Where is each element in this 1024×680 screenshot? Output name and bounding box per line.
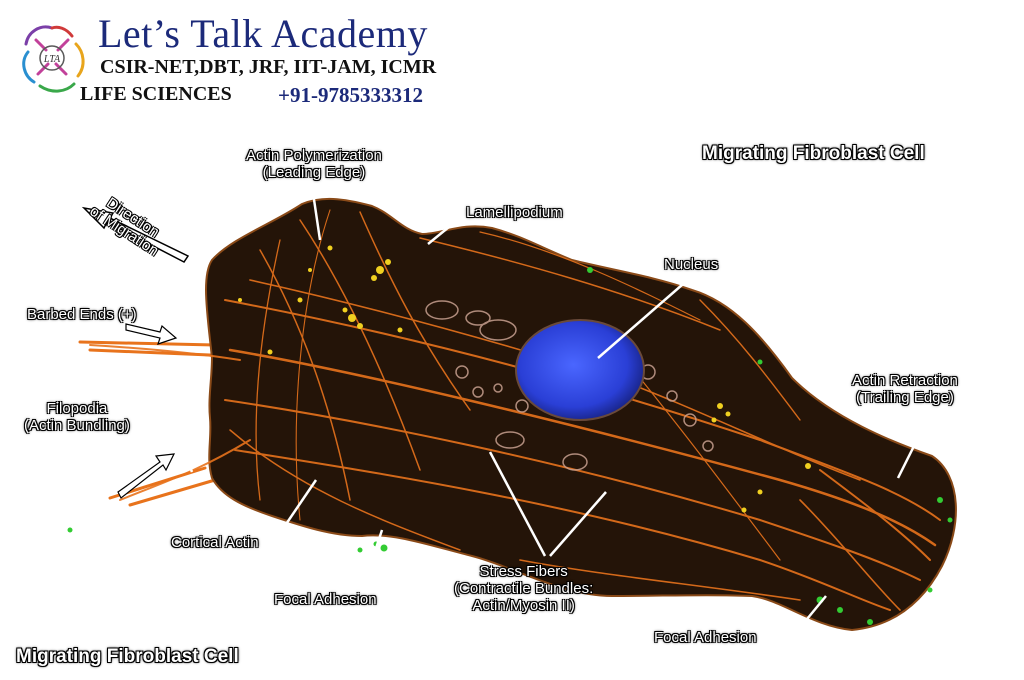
academy-exams: CSIR-NET,DBT, JRF, IIT-JAM, ICMR <box>100 56 437 78</box>
direction-arrow <box>81 206 190 263</box>
actin-retraction-label: Actin Retraction (Trailing Edge) <box>852 372 958 406</box>
actin-filaments <box>89 209 941 611</box>
academy-title: Let’s Talk Academy <box>98 11 428 56</box>
lamellipodium-label: Lamellipodium <box>466 204 563 221</box>
logo-text: LTA <box>43 54 61 65</box>
focal-adhesion-right-label: Focal Adhesion <box>654 629 757 646</box>
focal-adhesion-left-label: Focal Adhesion <box>274 591 377 608</box>
academy-phone: +91-9785333312 <box>278 83 423 107</box>
cortical-actin-label: Cortical Actin <box>171 534 259 551</box>
academy-logo: LTA <box>22 25 85 93</box>
diagram-title-top: Migrating Fibroblast Cell <box>702 143 925 164</box>
barbed-ends-label: Barbed Ends (+) <box>27 306 137 323</box>
stress-fibers-label: Stress Fibers (Contractile Bundles: Acti… <box>454 563 594 614</box>
puncta <box>238 245 811 513</box>
nucleus-label: Nucleus <box>664 256 719 273</box>
actin-polymerization-label: Actin Polymerization (Leading Edge) <box>246 147 382 181</box>
pointer-arrows <box>117 323 178 499</box>
organelles <box>425 300 714 471</box>
leader-lines <box>102 185 932 631</box>
academy-subject: LIFE SCIENCES <box>80 83 232 105</box>
diagram-title-bottom: Migrating Fibroblast Cell <box>16 646 239 667</box>
filopodia-label: Filopodia (Actin Bundling) <box>24 400 130 434</box>
